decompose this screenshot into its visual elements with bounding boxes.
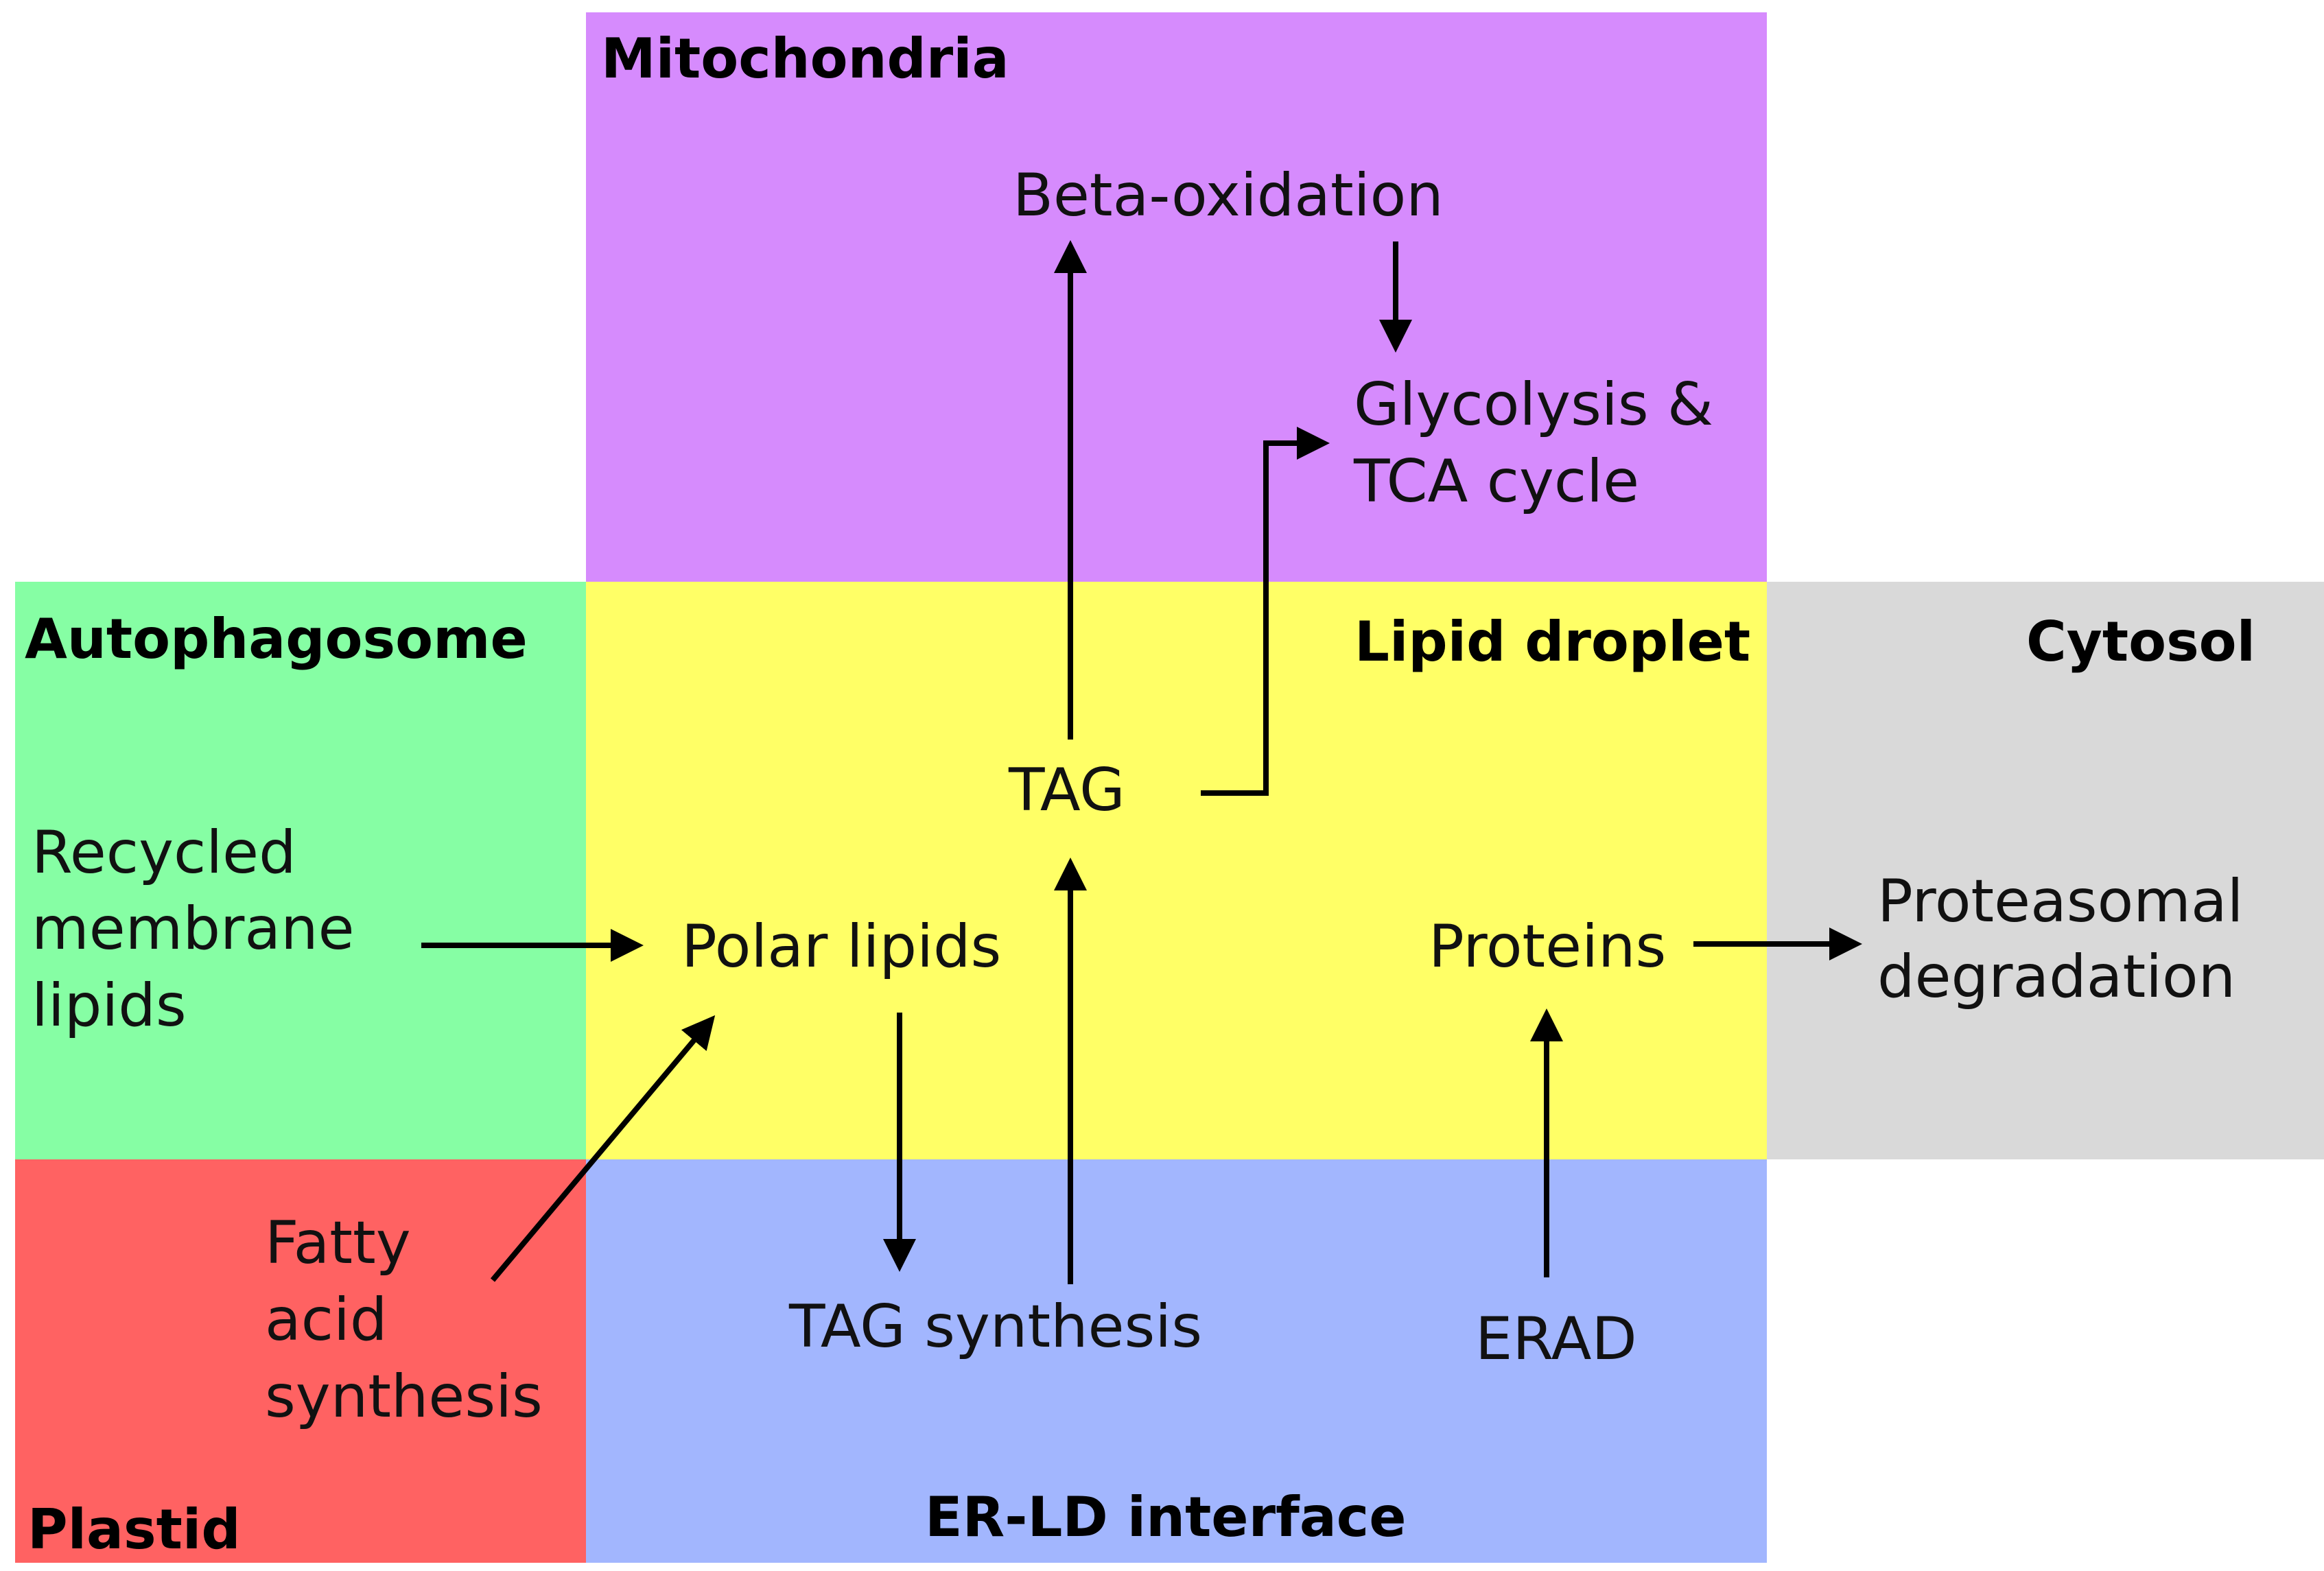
region-autophagosome	[15, 582, 586, 1159]
node-fatty-acid-line1: Fatty	[265, 1209, 411, 1277]
node-beta-oxidation: Beta-oxidation	[1013, 161, 1444, 230]
node-fatty-acid-line3: synthesis	[265, 1362, 543, 1431]
node-recycled-line2: membrane	[32, 895, 355, 963]
node-recycled-line1: Recycled	[32, 818, 296, 887]
title-er-ld-interface: ER-LD interface	[925, 1485, 1407, 1549]
region-plastid	[15, 1159, 586, 1563]
region-lipid-droplet	[586, 582, 1767, 1159]
node-proteasomal-line1: Proteasomal	[1877, 867, 2244, 936]
node-glycolysis-line1: Glycolysis &	[1354, 370, 1714, 439]
node-erad: ERAD	[1475, 1305, 1637, 1373]
region-er-ld-interface	[586, 1159, 1767, 1563]
title-autophagosome: Autophagosome	[25, 607, 528, 671]
region-mitochondria	[586, 12, 1767, 582]
node-proteasomal-line2: degradation	[1877, 943, 2236, 1011]
title-lipid-droplet: Lipid droplet	[1354, 610, 1751, 674]
node-tag-synthesis: TAG synthesis	[789, 1292, 1202, 1361]
title-mitochondria: Mitochondria	[601, 27, 1009, 91]
title-cytosol: Cytosol	[2026, 610, 2256, 674]
node-recycled-line3: lipids	[32, 971, 187, 1040]
node-glycolysis-line2: TCA cycle	[1354, 447, 1639, 516]
arrow-fatty-acid-to-polar-lipids	[490, 1015, 716, 1282]
arrow-tag-to-glycolysis	[1201, 427, 1330, 796]
node-polar-lipids: Polar lipids	[681, 912, 1002, 981]
node-tag: TAG	[1009, 756, 1125, 825]
title-plastid: Plastid	[27, 1498, 241, 1561]
region-cytosol	[1767, 582, 2324, 1159]
node-proteins: Proteins	[1429, 912, 1667, 981]
node-fatty-acid-line2: acid	[265, 1286, 388, 1354]
